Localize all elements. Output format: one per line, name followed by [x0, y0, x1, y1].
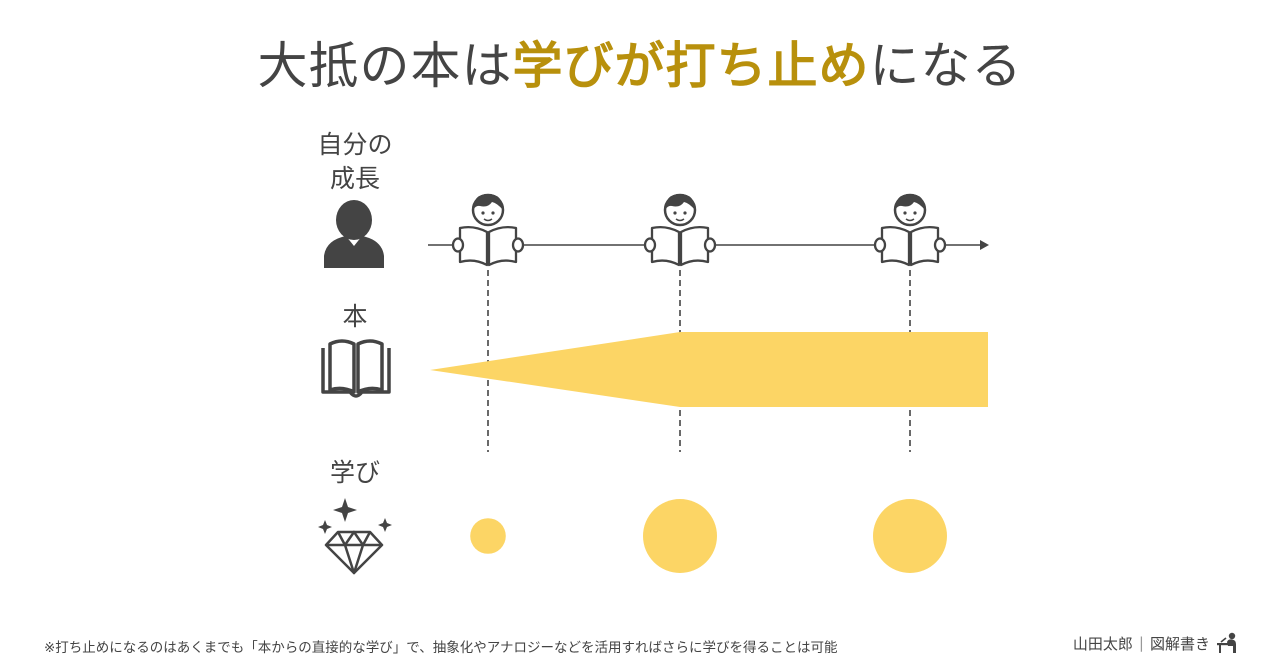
learning-circle-1: [470, 518, 506, 554]
credit-author: 山田太郎: [1072, 634, 1133, 653]
reading-person-icon: [643, 193, 717, 267]
reading-person-icon: [873, 193, 947, 267]
book-content-band: [430, 332, 988, 407]
reading-person-icon: [451, 193, 525, 267]
growth-label-line1: 自分の: [317, 130, 393, 159]
learning-circle-3: [873, 499, 947, 573]
title-suffix: になる: [869, 37, 1023, 95]
credit-brand: 図解書き: [1149, 634, 1210, 653]
reading-persons: [451, 193, 947, 267]
book-label: 本: [342, 302, 368, 331]
page-title: 大抵の本は学びが打ち止めになる: [0, 26, 1280, 98]
person-silhouette-icon: [324, 200, 384, 268]
growth-label-line2: 成長: [329, 164, 380, 193]
learning-circle-2: [643, 499, 717, 573]
growth-label: 自分の 成長: [300, 128, 410, 196]
diamond-sparkle-icon: [318, 498, 392, 575]
footnote: ※打ち止めになるのはあくまでも「本からの直接的な学び」で、抽象化やアナロジーなど…: [44, 640, 838, 656]
open-book-icon: [321, 339, 391, 398]
person-at-desk-icon: [1217, 632, 1236, 653]
learning-circles: [470, 499, 947, 573]
credit-separator: |: [1138, 634, 1144, 652]
title-highlight: 学びが打ち止め: [512, 37, 870, 95]
credit: 山田太郎 | 図解書き: [1073, 632, 1240, 654]
learning-label: 学び: [329, 458, 380, 487]
title-prefix: 大抵の本は: [257, 37, 513, 95]
